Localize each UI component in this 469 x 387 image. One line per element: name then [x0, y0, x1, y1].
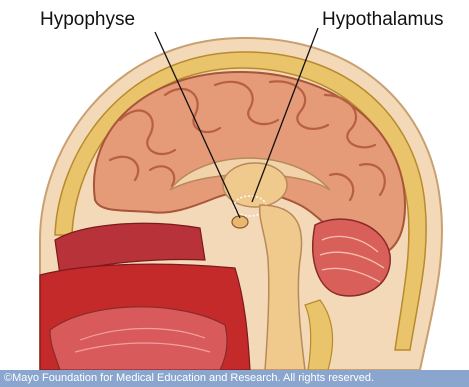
hypophyse-label: Hypophyse: [40, 10, 135, 29]
copyright-banner: ©Mayo Foundation for Medical Education a…: [0, 370, 469, 387]
tongue: [50, 307, 227, 370]
hypothalamus-label: Hypothalamus: [322, 10, 443, 29]
